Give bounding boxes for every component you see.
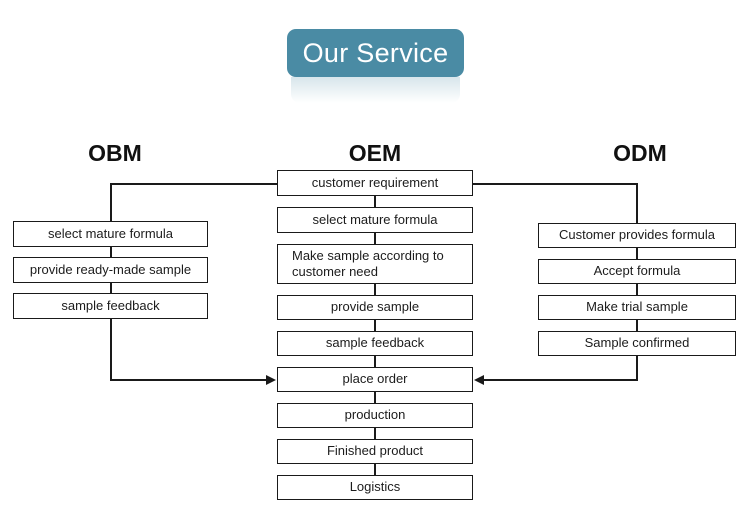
page-title: Our Service [302, 37, 449, 68]
connector-obm-2-3 [110, 282, 112, 293]
odm-step-1[interactable]: Customer provides formula [538, 223, 736, 248]
odm-step-4[interactable]: Sample confirmed [538, 331, 736, 356]
connector-obm-1-2 [110, 246, 112, 257]
connector-oem-6-7 [374, 392, 376, 403]
oem-step-2[interactable]: select mature formula [277, 207, 473, 233]
connector-oem-8-9 [374, 464, 376, 475]
column-heading-odm: ODM [613, 140, 667, 166]
connector-oem-7-8 [374, 428, 376, 439]
connector-odm-merge-horizontal [484, 379, 638, 381]
oem-step-4[interactable]: provide sample [277, 295, 473, 320]
odm-step-2[interactable]: Accept formula [538, 259, 736, 284]
connector-oem-to-odm-horizontal [472, 183, 638, 185]
oem-step-8[interactable]: Finished product [277, 439, 473, 464]
connector-odm-2-3 [636, 284, 638, 295]
odm-step-3[interactable]: Make trial sample [538, 295, 736, 320]
connector-obm-merge-horizontal [110, 379, 268, 381]
connector-oem-1-2 [374, 196, 376, 207]
connector-odm-1-2 [636, 248, 638, 259]
obm-step-1[interactable]: select mature formula [13, 221, 208, 247]
oem-step-5[interactable]: sample feedback [277, 331, 473, 356]
connector-oem-2-3 [374, 233, 376, 244]
column-heading-obm: OBM [88, 140, 142, 166]
connector-oem-4-5 [374, 320, 376, 331]
banner-shadow [291, 77, 460, 103]
obm-step-3[interactable]: sample feedback [13, 293, 208, 319]
connector-oem-3-4 [374, 284, 376, 295]
connector-oem-to-obm-horizontal [110, 183, 278, 185]
connector-odm-3-4 [636, 320, 638, 331]
arrow-into-place-order-right [474, 375, 484, 385]
arrow-into-place-order-left [266, 375, 276, 385]
oem-step-9[interactable]: Logistics [277, 475, 473, 500]
connector-oem-5-6 [374, 356, 376, 367]
oem-step-6[interactable]: place order [277, 367, 473, 392]
column-heading-oem: OEM [348, 140, 402, 166]
connector-odm-4-merge [636, 356, 638, 380]
oem-step-3[interactable]: Make sample according to customer need [277, 244, 473, 284]
obm-step-2[interactable]: provide ready-made sample [13, 257, 208, 283]
title-banner: Our Service [287, 29, 464, 77]
oem-step-7[interactable]: production [277, 403, 473, 428]
oem-step-1[interactable]: customer requirement [277, 170, 473, 196]
